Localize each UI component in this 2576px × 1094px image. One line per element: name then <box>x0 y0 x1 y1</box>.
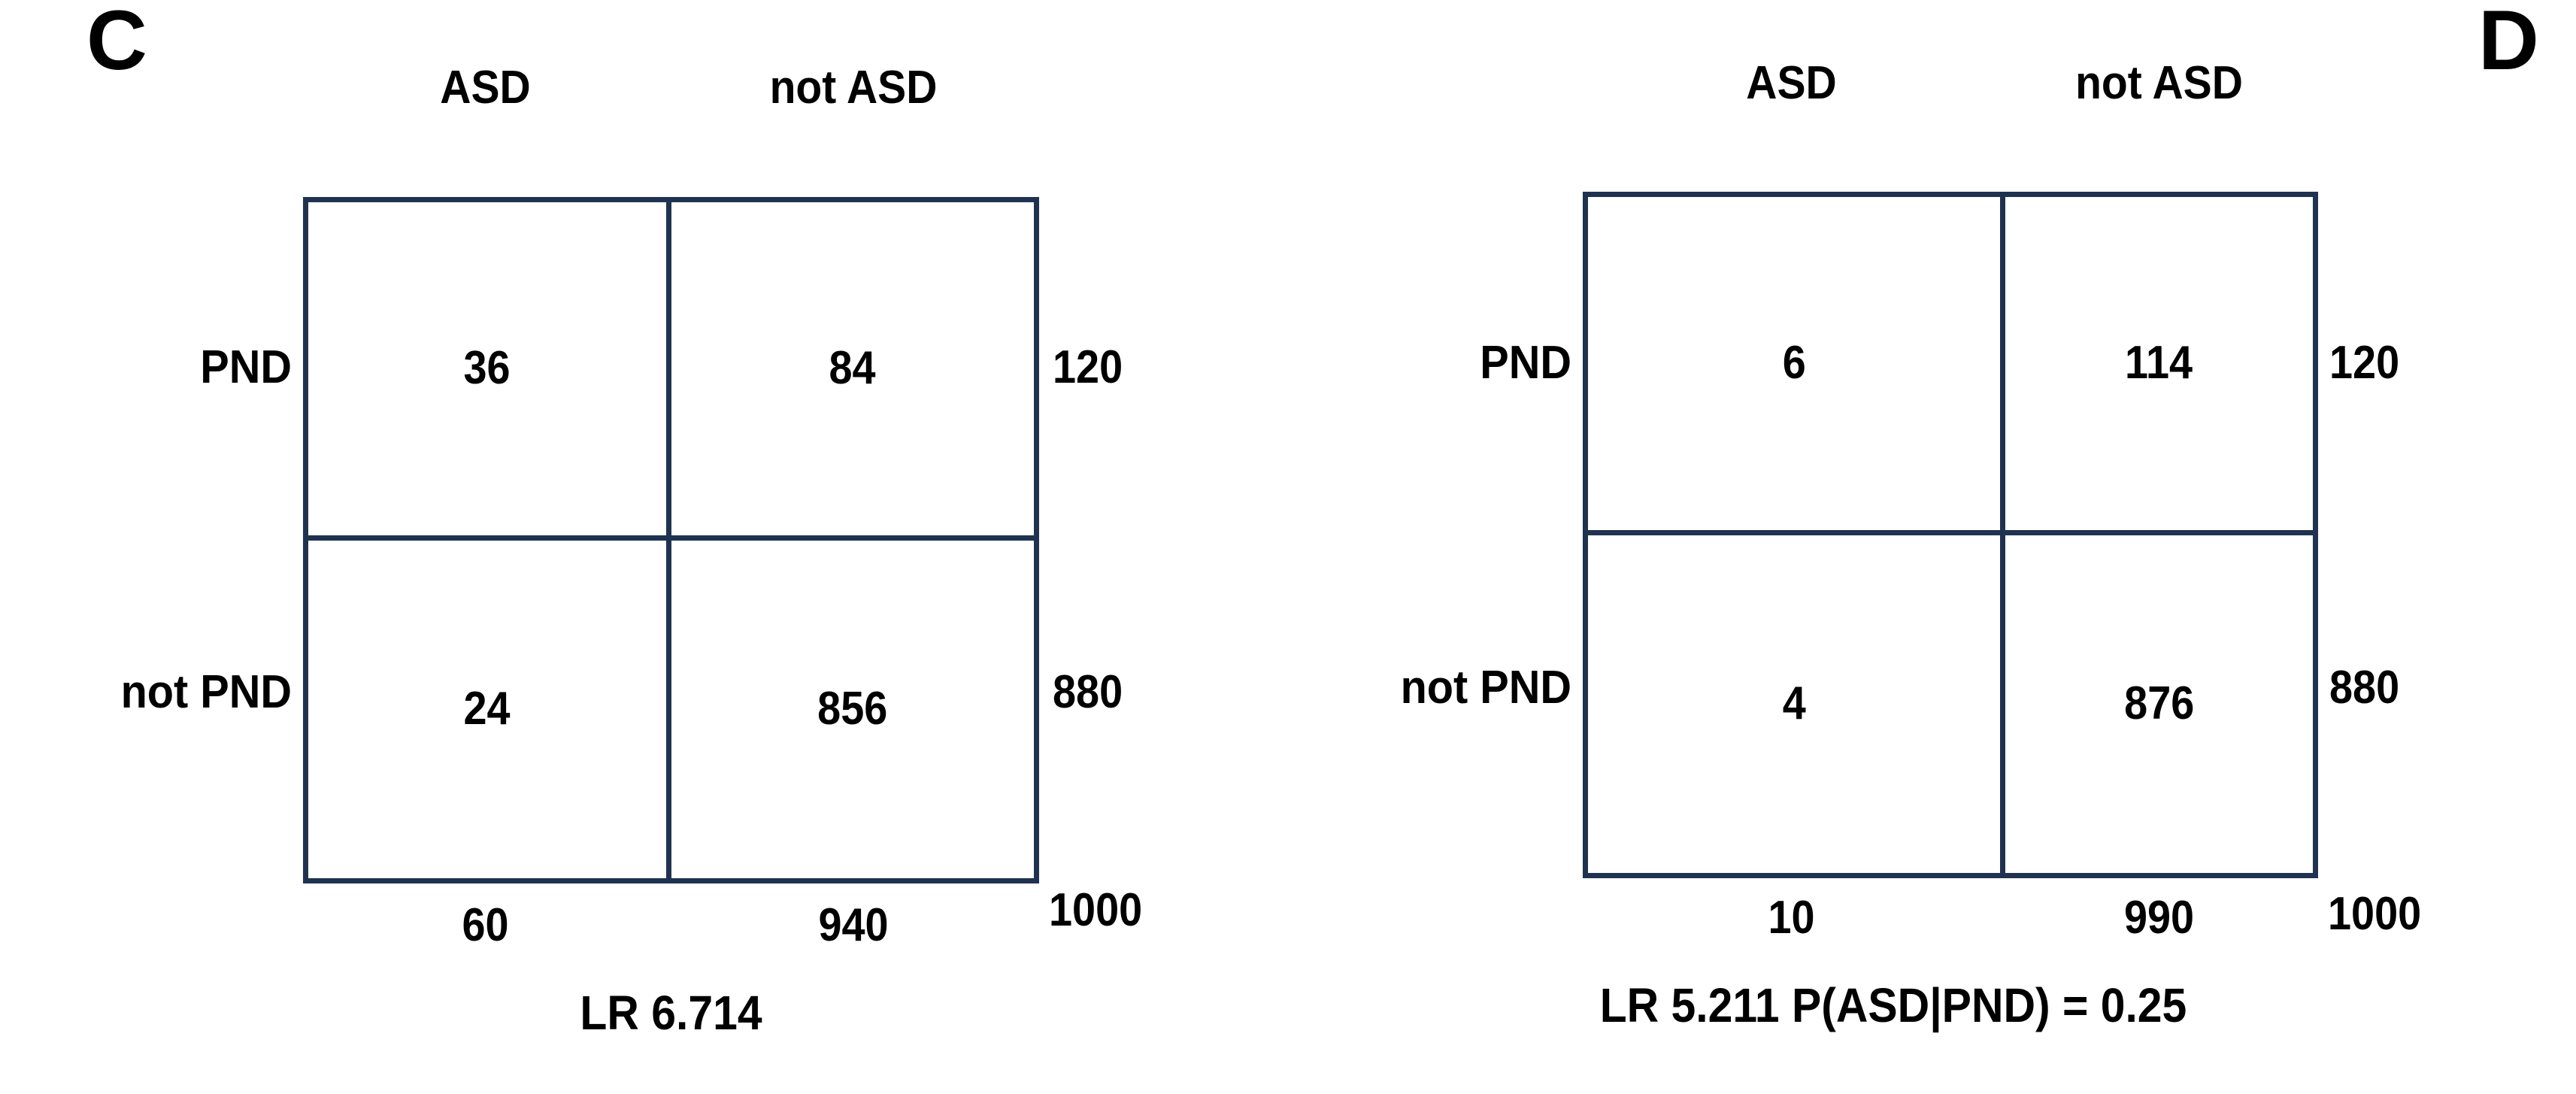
panel-d-cell-pnd-asd: 6 <box>1588 197 2005 535</box>
panel-c-column-totals: 60 940 <box>303 902 1039 949</box>
panel-d-cell-not-pnd-not-asd: 876 <box>2005 535 2313 874</box>
panel-c-cell-value: 36 <box>463 342 511 395</box>
panel-c-cell-not-pnd-not-asd: 856 <box>671 541 1035 879</box>
panel-d-row-label-not-pnd: not PND <box>1400 662 1571 714</box>
panel-d: D ASD not ASD PND not PND 6 114 4 876 12… <box>1288 0 2576 1094</box>
panel-c-cell-value: 856 <box>817 683 888 735</box>
panel-c-cell-pnd-not-asd: 84 <box>671 202 1034 541</box>
panel-c-row-label-pnd: PND <box>200 341 292 393</box>
panel-d-cell-not-pnd-asd: 4 <box>1588 535 2005 873</box>
panel-d-matrix: 6 114 4 876 <box>1583 192 2318 878</box>
panel-d-column-header-asd: ASD <box>1746 57 1837 109</box>
panel-d-cell-value: 114 <box>2125 337 2193 389</box>
panel-d-row-total-pnd: 120 <box>2329 337 2400 389</box>
panel-d-column-headers: ASD not ASD <box>1583 60 2318 107</box>
panel-c-cell-value: 24 <box>463 683 511 735</box>
panel-d-cell-value: 4 <box>1782 677 1806 730</box>
panel-d-cell-value: 876 <box>2123 677 2195 730</box>
panel-c-column-header-not-asd: not ASD <box>769 62 938 114</box>
panel-c-row-total-not-pnd: 880 <box>1053 666 1123 718</box>
panel-d-row-label-pnd: PND <box>1480 337 1571 389</box>
panel-c-column-header-asd: ASD <box>440 62 531 114</box>
panel-d-row-total-not-pnd: 880 <box>2329 662 2400 714</box>
panel-d-grand-total: 1000 <box>2328 888 2422 940</box>
panel-c-cell-not-pnd-asd: 24 <box>308 540 671 878</box>
panel-d-column-total-not-asd: 990 <box>2123 892 2195 944</box>
panel-d-column-header-not-asd: not ASD <box>2075 57 2243 109</box>
panel-d-cell-value: 6 <box>1782 337 1806 389</box>
panel-c-column-headers: ASD not ASD <box>303 65 1039 111</box>
panel-d-letter: D <box>2478 0 2539 87</box>
panel-c-letter: C <box>86 0 147 87</box>
panel-c-grand-total: 1000 <box>1049 884 1143 936</box>
panel-c-column-total-asd: 60 <box>462 899 509 951</box>
panel-c-cell-value: 84 <box>829 342 876 395</box>
panel-c-column-total-not-asd: 940 <box>818 899 889 951</box>
panel-d-cell-pnd-not-asd: 114 <box>2005 197 2313 535</box>
panel-c-matrix: 36 84 24 856 <box>303 197 1039 883</box>
panel-c-caption: LR 6.714 <box>580 986 762 1040</box>
panel-c-cell-pnd-asd: 36 <box>308 202 671 541</box>
panel-c-row-total-pnd: 120 <box>1053 341 1123 393</box>
panel-d-column-totals: 10 990 <box>1583 895 2318 941</box>
panel-c-row-label-not-pnd: not PND <box>120 666 292 718</box>
panel-d-column-total-asd: 10 <box>1768 892 1815 944</box>
panel-c: C ASD not ASD PND not PND 36 84 24 856 1… <box>86 0 1143 1040</box>
panel-d-caption: LR 5.211 P(ASD|PND) = 0.25 <box>1599 978 2187 1032</box>
